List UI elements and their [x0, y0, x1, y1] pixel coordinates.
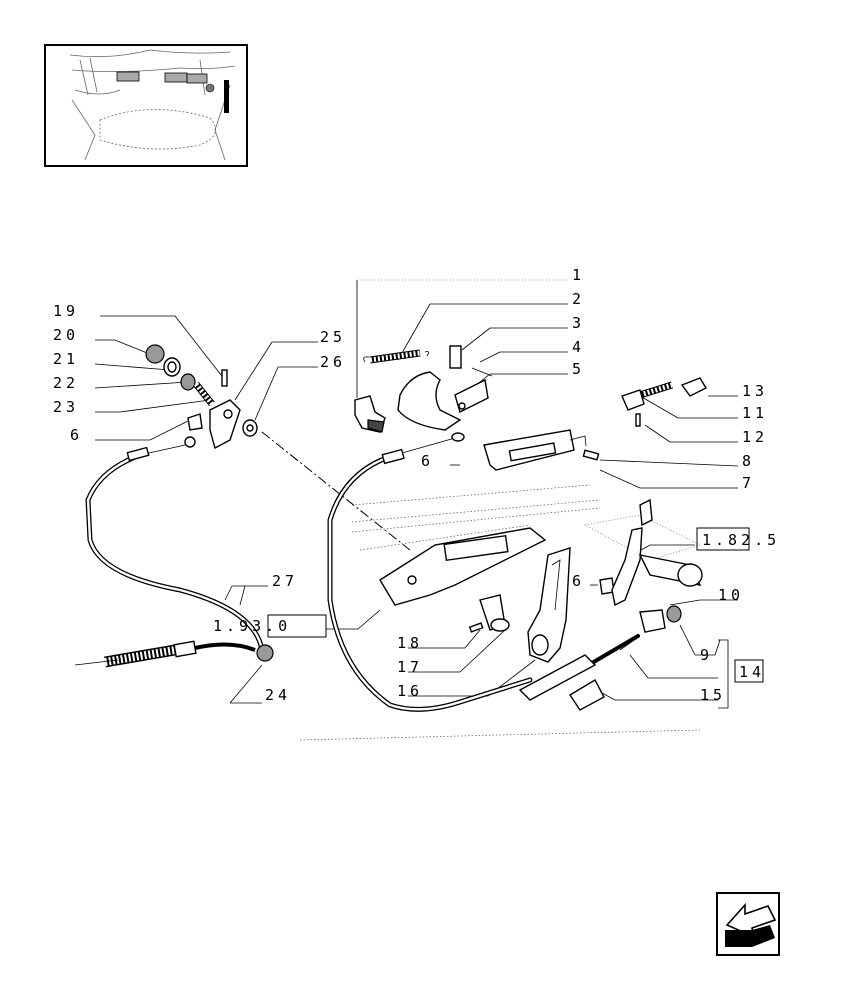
callout-25: 25 — [320, 328, 346, 346]
callout-12: 12 — [742, 428, 768, 446]
center-bracket-plate — [379, 527, 547, 633]
left-throttle-cable — [74, 436, 265, 668]
callout-27: 27 — [272, 572, 298, 590]
callout-16: 16 — [397, 682, 423, 700]
locator-thumbnail — [44, 44, 248, 167]
reference-box — [696, 527, 750, 551]
callout-23: 23 — [53, 398, 79, 416]
alignment-axis — [261, 431, 411, 551]
callout-6-center: 6 — [421, 452, 434, 470]
reference-1-93-0[interactable]: 1.93.0 — [213, 614, 327, 638]
callout-4: 4 — [572, 338, 585, 356]
reference-box — [267, 614, 327, 638]
hand-throttle-lever — [527, 547, 615, 663]
callout-24: 24 — [265, 686, 291, 704]
callout-22: 22 — [53, 374, 79, 392]
callout-2: 2 — [572, 290, 585, 308]
callout-17: 17 — [397, 658, 423, 676]
callout-labels: 1 2 3 4 5 6 6 6 7 8 9 10 11 12 13 14 15 … — [53, 266, 768, 704]
callout-6-right: 6 — [572, 572, 585, 590]
reference-label[interactable]: 1.82.5 — [702, 531, 780, 549]
pedal-shaft-assembly — [518, 498, 703, 711]
mounting-panel — [299, 484, 701, 741]
callout-21: 21 — [53, 350, 79, 368]
callout-10: 10 — [718, 586, 744, 604]
callout-19: 19 — [53, 302, 79, 320]
callout-11: 11 — [742, 404, 768, 422]
callout-20: 20 — [53, 326, 79, 344]
callout-13: 13 — [742, 382, 768, 400]
callout-18: 18 — [397, 634, 423, 652]
callout-1: 1 — [572, 266, 585, 284]
callout-6-left: 6 — [70, 426, 83, 444]
upper-spring-lever — [354, 345, 493, 433]
callout-26: 26 — [320, 353, 346, 371]
back-arrow-icon[interactable] — [716, 892, 780, 956]
left-small-parts — [145, 344, 274, 662]
reference-label[interactable]: 1.93.0 — [213, 617, 291, 635]
reference-1-82-5[interactable]: 1.82.5 — [696, 527, 780, 551]
upper-right-bracket — [483, 377, 707, 471]
callout-15: 15 — [700, 686, 726, 704]
center-cable — [327, 432, 533, 712]
callout-5: 5 — [572, 360, 585, 378]
callout-8: 8 — [742, 452, 755, 470]
callout-9: 9 — [700, 646, 713, 664]
callout-3: 3 — [572, 314, 585, 332]
callout-14-box — [734, 659, 764, 683]
callout-14: 14 — [739, 663, 765, 681]
callout-7: 7 — [742, 474, 755, 492]
